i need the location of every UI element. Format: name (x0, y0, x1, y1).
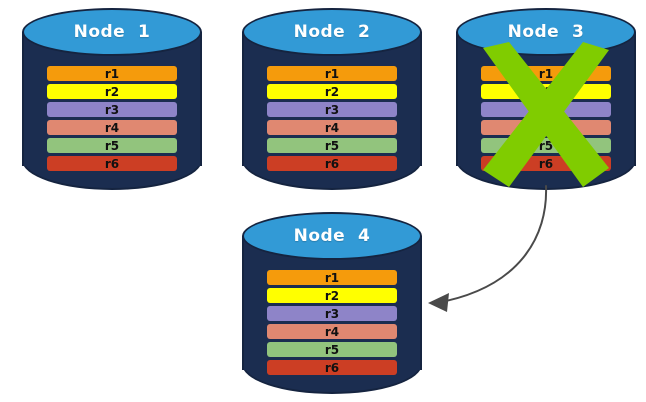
record-bar[interactable]: r1 (267, 270, 397, 285)
record-bar[interactable]: r6 (47, 156, 177, 171)
cylinder-top-ellipse (242, 212, 422, 260)
node-2[interactable]: Node 2 r1 r2 r3 r4 r5 r6 (242, 8, 422, 190)
node-4[interactable]: Node 4 r1 r2 r3 r4 r5 r6 (242, 212, 422, 394)
record-bar[interactable]: r3 (47, 102, 177, 117)
record-bar[interactable]: r6 (267, 156, 397, 171)
record-bar[interactable]: r4 (267, 120, 397, 135)
node-2-label: Node 2 (293, 22, 371, 42)
cylinder-top-ellipse (242, 8, 422, 56)
arrow-head-icon (428, 293, 449, 312)
record-bar[interactable]: r4 (47, 120, 177, 135)
record-bar[interactable]: r5 (267, 342, 397, 357)
cylinder-top-ellipse (22, 8, 202, 56)
node-2-records: r1 r2 r3 r4 r5 r6 (267, 66, 397, 171)
record-bar[interactable]: r5 (267, 138, 397, 153)
record-bar[interactable]: r6 (267, 360, 397, 375)
record-bar[interactable]: r4 (267, 324, 397, 339)
record-bar[interactable]: r5 (47, 138, 177, 153)
arrow-path (435, 185, 548, 304)
record-bar[interactable]: r1 (267, 66, 397, 81)
node-3-label: Node 3 (507, 22, 585, 42)
record-bar[interactable]: r3 (267, 102, 397, 117)
record-bar[interactable]: r2 (47, 84, 177, 99)
record-bar[interactable]: r2 (267, 288, 397, 303)
node-1-records: r1 r2 r3 r4 r5 r6 (47, 66, 177, 171)
node-1-label: Node 1 (73, 22, 151, 42)
node-1[interactable]: Node 1 r1 r2 r3 r4 r5 r6 (22, 8, 202, 190)
record-bar[interactable]: r2 (267, 84, 397, 99)
record-bar[interactable]: r3 (267, 306, 397, 321)
record-bar[interactable]: r1 (47, 66, 177, 81)
node-4-label: Node 4 (293, 226, 371, 246)
node-4-records: r1 r2 r3 r4 r5 r6 (267, 270, 397, 375)
